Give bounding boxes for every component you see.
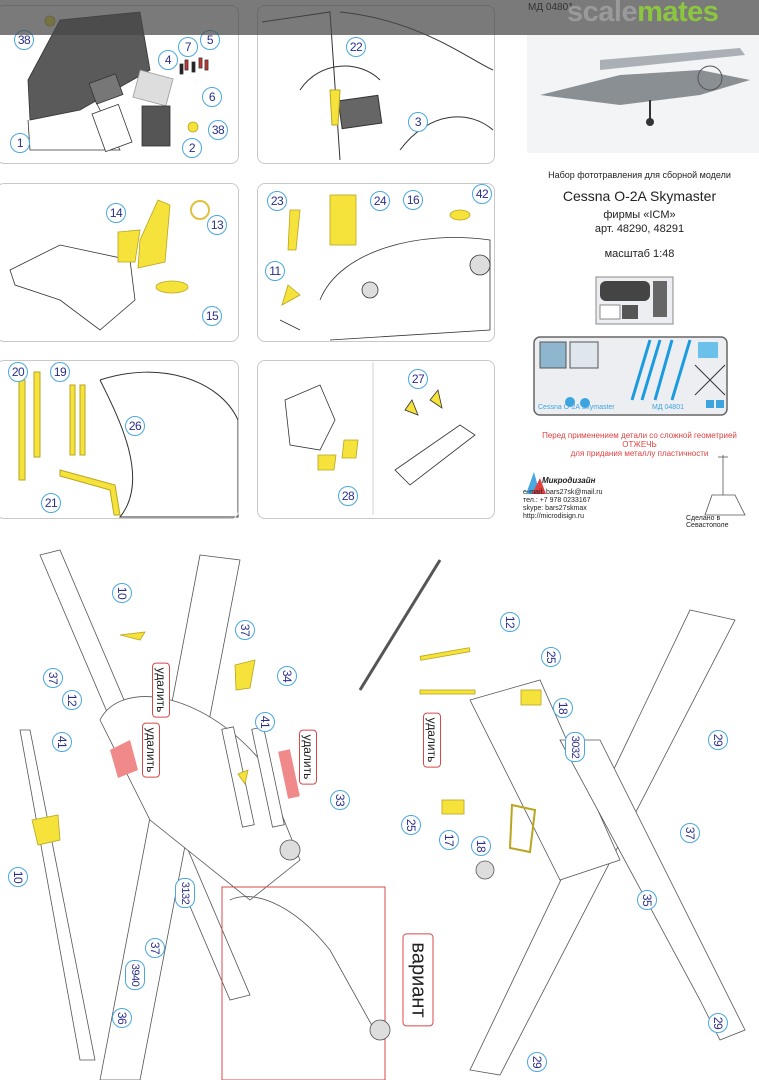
callout: 17 bbox=[439, 830, 459, 850]
callout: 21 bbox=[41, 493, 61, 513]
callout: 37 bbox=[145, 938, 165, 958]
callout: 41 bbox=[52, 732, 72, 752]
watermark-bar: МД 04801 scalemates bbox=[0, 0, 759, 35]
callout: 26 bbox=[125, 416, 145, 436]
warning-line-3: для придания металлу пластичности bbox=[570, 449, 709, 458]
fret-large bbox=[533, 336, 728, 416]
callout: 37 bbox=[235, 620, 255, 640]
callout: 37 bbox=[43, 668, 63, 688]
callout: 16 bbox=[403, 190, 423, 210]
callout: 34 bbox=[277, 666, 297, 686]
callout: 25 bbox=[541, 647, 561, 667]
door-drawing bbox=[261, 11, 494, 161]
callout: 1 bbox=[10, 133, 30, 153]
variant-box bbox=[221, 886, 386, 1080]
remove-label: удалить bbox=[299, 729, 317, 785]
made-in-label: Сделано в Севастополе bbox=[686, 515, 729, 529]
kit-maker: фирмы «ICM» bbox=[603, 209, 676, 221]
contact-list: e-mail: bars27sk@mail.ru тел.: +7 978 02… bbox=[523, 489, 602, 521]
variant-label: вариант bbox=[402, 933, 434, 1027]
callout: 7 bbox=[178, 37, 198, 57]
remove-area-left bbox=[110, 740, 138, 778]
brand-name: Микродизайн bbox=[542, 476, 596, 485]
contact-website[interactable]: http://microdisign.ru bbox=[523, 513, 585, 520]
step-panel-3 bbox=[0, 183, 239, 342]
step-panel-6 bbox=[257, 360, 495, 519]
belts-drawing bbox=[18, 371, 239, 518]
callout: 3132 bbox=[175, 878, 195, 908]
product-code: МД 04801 bbox=[528, 2, 574, 13]
callout: 35 bbox=[637, 890, 657, 910]
aircraft-left-drawing bbox=[19, 549, 301, 1080]
warning-line-2: ОТЖЕЧЬ bbox=[622, 440, 657, 449]
fret-label: Cessna O-2A Skymaster bbox=[538, 404, 615, 411]
callout: 33 bbox=[330, 790, 350, 810]
contact-email[interactable]: e-mail: bars27sk@mail.ru bbox=[523, 489, 603, 496]
callout: 25 bbox=[401, 815, 421, 835]
warning-line-1: Перед применением детали со сложной геом… bbox=[542, 431, 737, 440]
callout: 2 bbox=[182, 138, 202, 158]
callout: 28 bbox=[338, 486, 358, 506]
seat-drawing bbox=[9, 199, 210, 331]
callout: 3940 bbox=[125, 960, 145, 990]
callout: 24 bbox=[370, 191, 390, 211]
pedals-drawing bbox=[284, 362, 476, 515]
callout: 6 bbox=[202, 87, 222, 107]
watermark-logo: scalemates bbox=[567, 0, 719, 28]
fret-code: МД 04801 bbox=[652, 404, 684, 411]
kit-articles: арт. 48290, 48291 bbox=[594, 223, 685, 235]
callout: 42 bbox=[472, 184, 492, 204]
instrument-panel-drawing bbox=[27, 11, 209, 153]
callout: 27 bbox=[408, 369, 428, 389]
callout: 14 bbox=[106, 203, 126, 223]
pe-parts-left bbox=[31, 631, 256, 846]
callout: 29 bbox=[708, 730, 728, 750]
callout: 23 bbox=[267, 191, 287, 211]
kit-scale: масштаб 1:48 bbox=[604, 248, 675, 260]
callout: 15 bbox=[202, 306, 222, 326]
callout: 36 bbox=[112, 1008, 132, 1028]
callout: 41 bbox=[255, 712, 275, 732]
callout: 38 bbox=[208, 120, 228, 140]
callout: 12 bbox=[500, 612, 520, 632]
callout: 20 bbox=[8, 362, 28, 382]
remove-label: удалить bbox=[152, 662, 170, 718]
callout: 37 bbox=[680, 823, 700, 843]
callout: 3032 bbox=[565, 732, 585, 762]
remove-label: удалить bbox=[142, 722, 160, 778]
callout: 22 bbox=[346, 37, 366, 57]
callout: 11 bbox=[265, 261, 285, 281]
contact-phone: тел.: +7 978 0233167 bbox=[523, 497, 591, 504]
callout: 18 bbox=[471, 836, 491, 856]
callout: 10 bbox=[112, 583, 132, 603]
kit-title: Cessna O-2A Skymaster bbox=[562, 188, 717, 204]
callout: 18 bbox=[553, 698, 573, 718]
contact-skype: skype: bars27skmax bbox=[523, 505, 587, 512]
callout: 10 bbox=[8, 867, 28, 887]
aircraft-photo bbox=[527, 35, 759, 153]
pe-parts-right bbox=[419, 647, 542, 854]
callout: 4 bbox=[158, 50, 178, 70]
fret-small bbox=[595, 276, 674, 325]
callout: 12 bbox=[62, 690, 82, 710]
callout: 13 bbox=[207, 215, 227, 235]
remove-label: удалить bbox=[423, 712, 441, 768]
callout: 29 bbox=[708, 1013, 728, 1033]
step-panel-4 bbox=[257, 183, 495, 342]
monument-drawing bbox=[704, 455, 746, 516]
callout: 29 bbox=[527, 1052, 547, 1072]
aircraft-right-drawing bbox=[358, 559, 746, 1076]
cockpit-drawing bbox=[279, 194, 491, 341]
step-panel-5 bbox=[0, 360, 239, 519]
kit-subtitle: Набор фототравления для сборной модели bbox=[548, 170, 731, 180]
callout: 3 bbox=[408, 112, 428, 132]
remove-area-strip bbox=[278, 749, 300, 799]
callout: 19 bbox=[50, 362, 70, 382]
